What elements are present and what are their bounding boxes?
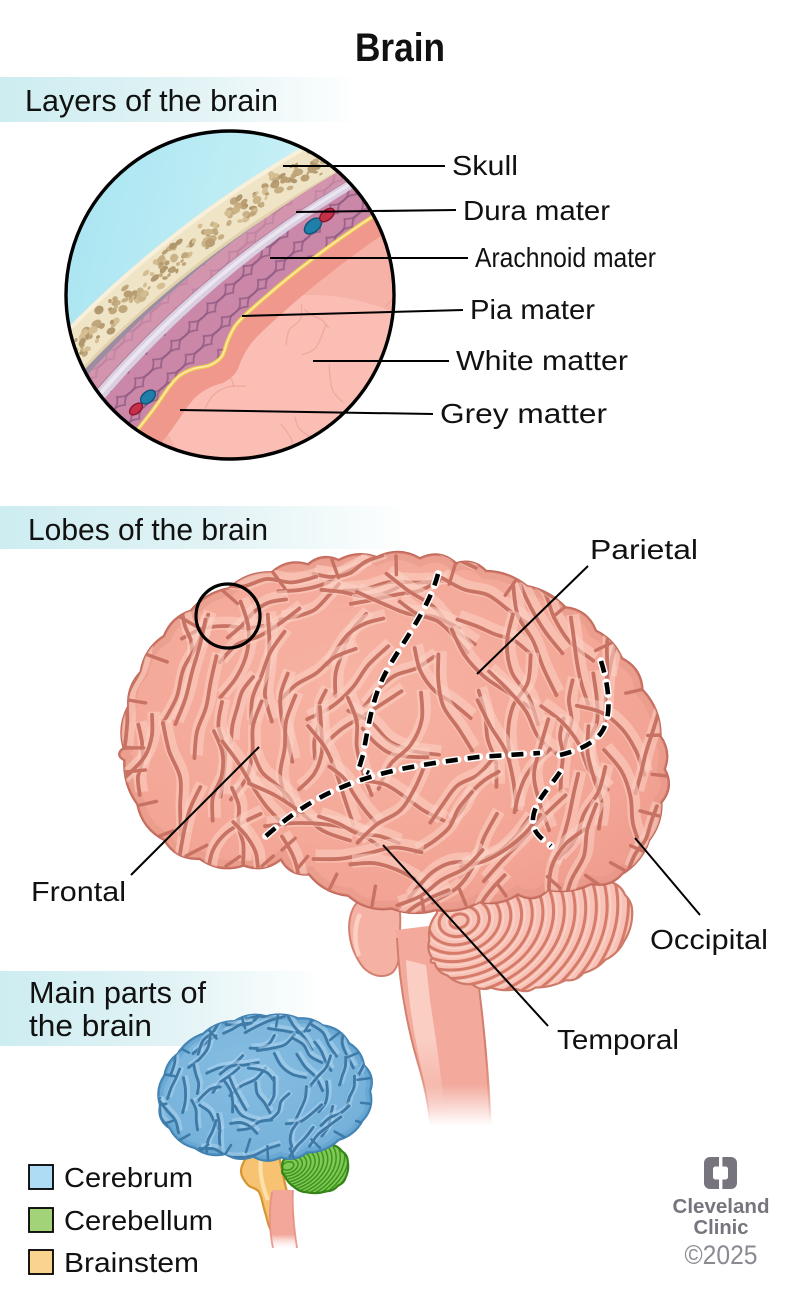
svg-text:Parietal: Parietal: [590, 534, 698, 565]
svg-text:Arachnoid mater: Arachnoid mater: [475, 242, 656, 273]
svg-text:Cerebrum: Cerebrum: [64, 1162, 193, 1193]
svg-text:White matter: White matter: [456, 345, 628, 376]
svg-text:Temporal: Temporal: [557, 1024, 679, 1055]
svg-text:Brain: Brain: [355, 26, 445, 70]
svg-text:Frontal: Frontal: [31, 876, 126, 907]
svg-text:Skull: Skull: [452, 150, 518, 181]
svg-text:Main parts of: Main parts of: [29, 975, 206, 1010]
svg-text:Clinic: Clinic: [694, 1217, 749, 1239]
svg-text:Brainstem: Brainstem: [64, 1247, 199, 1278]
svg-text:Lobes of the brain: Lobes of the brain: [28, 512, 268, 547]
svg-text:Layers of the brain: Layers of the brain: [25, 83, 278, 118]
svg-text:the brain: the brain: [29, 1008, 152, 1043]
svg-text:Cleveland: Cleveland: [673, 1196, 770, 1218]
svg-text:Cerebellum: Cerebellum: [64, 1205, 213, 1236]
svg-text:Pia mater: Pia mater: [470, 294, 595, 325]
svg-text:Grey matter: Grey matter: [440, 398, 607, 429]
svg-text:Occipital: Occipital: [650, 924, 768, 955]
svg-text:Dura mater: Dura mater: [463, 195, 610, 226]
svg-text:©2025: ©2025: [685, 1240, 758, 1270]
